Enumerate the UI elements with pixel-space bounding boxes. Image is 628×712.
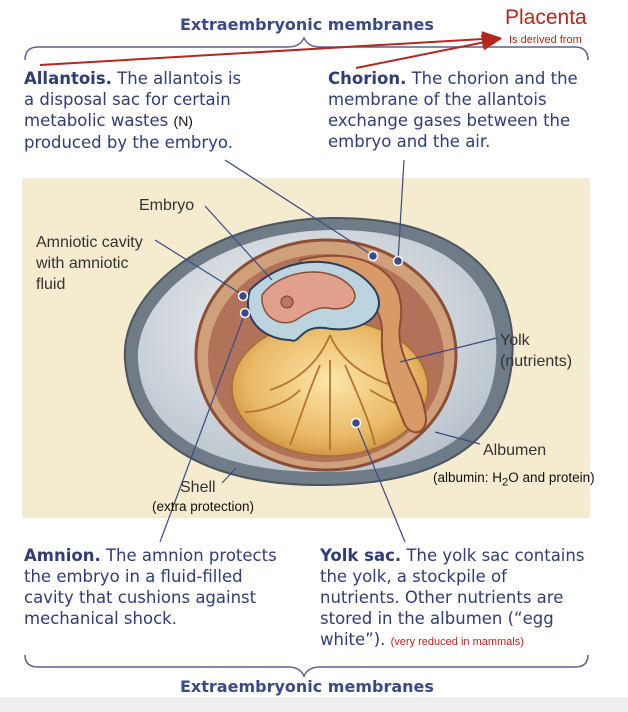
line-yolk (399, 337, 498, 363)
line-embryo (204, 205, 273, 281)
yolksac-line: nutrients. Other nutrients are (320, 588, 564, 607)
top-bracket (24, 36, 589, 61)
albumin-note: (albumin: H2O and protein) (433, 470, 595, 489)
allantois-line: metabolic wastes (24, 111, 174, 130)
amnion-paragraph: Amnion. The amnion protects the embryo i… (24, 545, 314, 629)
dot-yolksac (350, 417, 362, 429)
top-bracket-and-arrows (24, 31, 589, 69)
chorion-line: exchange gases between the (328, 111, 571, 130)
label-amniotic-cavity: Amniotic cavity with amniotic fluid (36, 232, 143, 295)
albumin-note-subscript: 2 (502, 476, 509, 489)
bottom-bracket (24, 654, 589, 678)
dot-chorion (392, 255, 404, 267)
chorion-line: embryo and the air. (328, 132, 491, 151)
label-shell: Shell (180, 479, 216, 496)
allantois-name: Allantois. (24, 69, 112, 88)
header-title: Extraembryonic membranes (180, 15, 434, 34)
yolksac-line: stored in the albumen (“egg (320, 609, 554, 628)
footer-bar (0, 697, 628, 712)
amnion-line: mechanical shock. (24, 609, 177, 628)
embryo-eye (280, 295, 294, 309)
dot-amnion (239, 307, 251, 319)
line-amnion (159, 312, 246, 543)
allantois-note: (N) (173, 113, 193, 129)
label-albumen: Albumen (483, 442, 547, 459)
chorion-name: Chorion. (328, 69, 407, 88)
line-chorion (397, 159, 405, 262)
allantois-sac (298, 254, 427, 434)
line-yolksac (355, 422, 406, 543)
chorion-line: The chorion and the (406, 69, 578, 88)
connector-dots (237, 250, 404, 429)
amnion-line: cavity that cushions against (24, 588, 257, 607)
line-allantois (224, 159, 373, 256)
label-amniotic-line: with amniotic (36, 255, 129, 272)
dot-allantois (367, 250, 379, 262)
albumin-note-text: (albumin: H (433, 470, 503, 485)
yolksac-paragraph: Yolk sac. The yolk sac contains the yolk… (320, 545, 620, 653)
label-amniotic-line: fluid (36, 276, 66, 293)
amnion-line: The amnion protects (100, 546, 277, 565)
label-yolk-line: (nutrients) (500, 353, 573, 370)
arrow-chorion-placenta (355, 34, 502, 69)
chorion-paragraph: Chorion. The chorion and the membrane of… (328, 68, 618, 152)
yolksac-note: (very reduced in mammals) (390, 636, 524, 648)
arrow-allantois-placenta (39, 31, 502, 66)
line-amniotic (154, 239, 244, 296)
label-embryo: Embryo (139, 197, 195, 214)
dot-amniotic (237, 290, 249, 302)
line-albumen (434, 431, 481, 445)
yolksac-name: Yolk sac. (320, 546, 402, 565)
yolksac-line: white”). (320, 630, 386, 649)
embryo (261, 271, 356, 324)
albumin-note-text: O and protein) (508, 470, 595, 485)
allantois-line: The allantois is (111, 69, 242, 88)
shell-note: (extra protection) (152, 499, 255, 514)
placenta-subtitle: Is derived from (509, 34, 582, 46)
yolksac-line: The yolk sac contains (401, 546, 585, 565)
allantois-line: a disposal sac for certain (24, 90, 231, 109)
footer-title: Extraembryonic membranes (180, 677, 434, 696)
label-yolk: Yolk (nutrients) (500, 330, 572, 372)
allantois-paragraph: Allantois. The allantois is a disposal s… (24, 68, 304, 153)
egg-illustration (123, 159, 514, 543)
amnion-line: the embryo in a fluid-filled (24, 567, 243, 586)
yolksac-line: the yolk, a stockpile of (320, 567, 507, 586)
label-yolk-line: Yolk (500, 332, 530, 349)
label-amniotic-line: Amniotic cavity (36, 234, 143, 251)
chorion-line: membrane of the allantois (328, 90, 547, 109)
amnion-name: Amnion. (24, 546, 101, 565)
connector-lines (154, 159, 498, 543)
placenta-title: Placenta (505, 6, 587, 29)
line-shell (221, 467, 237, 484)
allantois-line: produced by the embryo. (24, 133, 233, 152)
